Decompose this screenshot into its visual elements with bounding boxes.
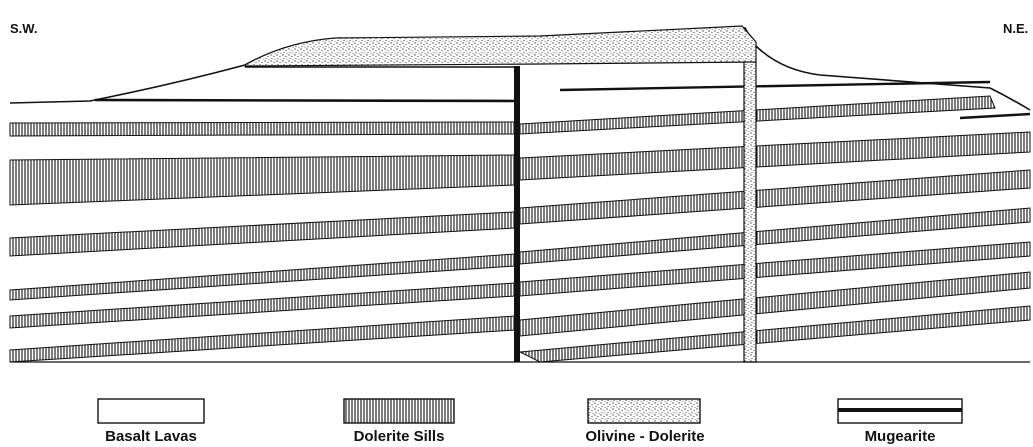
sill-band bbox=[520, 96, 995, 134]
sill-band bbox=[10, 122, 515, 136]
legend-label-sills: Dolerite Sills bbox=[354, 428, 445, 445]
legend-swatch-sills bbox=[344, 399, 454, 423]
legend-swatch-basalt bbox=[98, 399, 204, 423]
ne-direction-label: N.E. bbox=[1003, 21, 1028, 36]
sill-band bbox=[10, 212, 515, 256]
olivine-dolerite-feeder bbox=[744, 62, 756, 362]
vertical-dyke bbox=[514, 66, 520, 362]
sill-band bbox=[10, 155, 515, 205]
sw-direction-label: S.W. bbox=[10, 21, 37, 36]
legend: Basalt Lavas Dolerite Sills Olivine - Do… bbox=[98, 399, 962, 445]
legend-swatch-olivine bbox=[588, 399, 700, 423]
legend-label-olivine: Olivine - Dolerite bbox=[585, 428, 704, 445]
sill-band bbox=[520, 132, 1030, 180]
legend-label-basalt: Basalt Lavas bbox=[105, 428, 197, 445]
legend-label-mugearite: Mugearite bbox=[865, 428, 936, 445]
olivine-dolerite-cap bbox=[245, 26, 756, 66]
